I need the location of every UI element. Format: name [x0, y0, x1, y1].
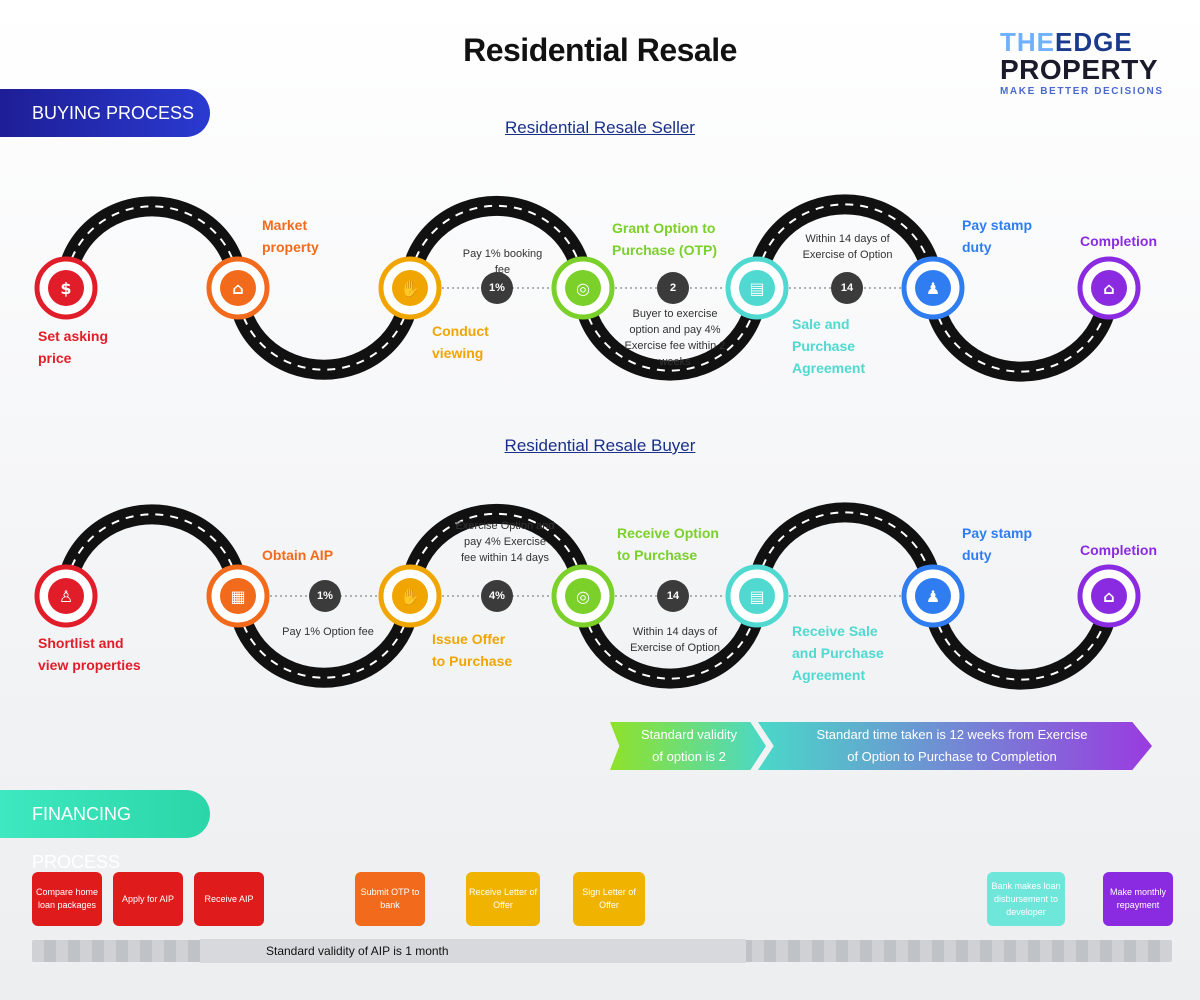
seller-heading: Residential Resale Seller: [505, 118, 695, 137]
money-hand-icon-glyph: ◎: [576, 279, 590, 298]
document-icon: [739, 270, 775, 306]
the-edge-property-logo: THEEDGE PROPERTY MAKE BETTER DECISIONS: [1000, 28, 1180, 97]
buyer-road-segment: [56, 504, 248, 597]
seller-step-label: Pay stamp duty: [962, 217, 1033, 255]
buyer-road-dashes: [409, 512, 584, 597]
buyer-road-dashes: [932, 595, 1110, 681]
buyer-road-segment: [228, 595, 420, 688]
buyer-step-label: Issue Offer to Purchase: [432, 631, 513, 669]
buyer-note: Pay 1% Option fee: [282, 626, 374, 638]
money-hand-icon-glyph: ◎: [576, 587, 590, 606]
completion-time-arrow: Standard time taken is 12 weeks from Exe…: [758, 722, 1152, 770]
person-desk-icon: [48, 578, 84, 614]
stamp-icon-glyph: ♟: [926, 587, 940, 606]
house-key-icon: [1091, 578, 1127, 614]
buyer-road-dashes: [756, 511, 934, 597]
buyer-step-label: Completion: [1080, 542, 1157, 558]
financing-step-box: Receive AIP: [194, 872, 264, 926]
buyer-note: Exercise Option and pay 4% Exercise fee …: [455, 520, 555, 564]
stamp-icon: [915, 578, 951, 614]
page-title: Residential Resale: [463, 32, 737, 68]
handshake-icon: [392, 270, 428, 306]
seller-fee-badge: 14: [831, 272, 863, 304]
house-sign-icon: [220, 270, 256, 306]
money-hand-icon: [565, 578, 601, 614]
document-icon-glyph: ▤: [749, 279, 764, 298]
financing-step-box: Sign Letter of Offer: [573, 872, 645, 926]
house-sign-icon-glyph: ⌂: [232, 279, 243, 298]
document-icon-glyph: ▤: [749, 587, 764, 606]
buyer-heading: Residential Resale Buyer: [504, 436, 696, 455]
dollar-bubble-icon: [48, 270, 84, 306]
buyer-road-dashes: [582, 595, 758, 680]
handshake-icon-glyph: ✋: [400, 279, 420, 298]
money-hand-icon: [565, 270, 601, 306]
logo-property: PROPERTY: [1000, 54, 1159, 85]
buyer-step-label: Shortlist and view properties: [38, 635, 141, 673]
buyer-step-label: Pay stamp duty: [962, 525, 1033, 563]
buyer-step-label: Receive Sale and Purchase Agreement: [792, 623, 884, 683]
buying-process-banner: BUYING PROCESS: [0, 89, 210, 137]
seller-road-dashes: [932, 287, 1110, 373]
stamp-icon: [915, 270, 951, 306]
seller-step-label: Sale and Purchase Agreement: [792, 316, 866, 376]
buyer-fee-badge: 4%: [481, 580, 513, 612]
seller-note: Buyer to exercise option and pay 4% Exer…: [624, 308, 726, 368]
buyer-step-label: Obtain AIP: [262, 547, 334, 563]
seller-step-label: Conduct viewing: [432, 323, 489, 361]
financing-step-box: Make monthly repayment: [1103, 872, 1173, 926]
seller-step-label: Completion: [1080, 233, 1157, 249]
certificate-icon-glyph: ▦: [230, 587, 245, 606]
financing-step-box: Receive Letter of Offer: [466, 872, 540, 926]
handshake-icon: [392, 578, 428, 614]
completion-time-text: Standard time taken is 12 weeks from Exe…: [816, 727, 1088, 764]
seller-step-label: Grant Option to Purchase (OTP): [612, 220, 718, 258]
logo-tagline: MAKE BETTER DECISIONS: [1000, 86, 1164, 97]
buyer-step-label: Receive Option to Purchase: [617, 525, 719, 563]
seller-road-segment: [228, 287, 420, 380]
financing-step-box: Apply for AIP: [113, 872, 183, 926]
house-key-icon: [1091, 270, 1127, 306]
handshake-icon-glyph: ✋: [400, 587, 420, 606]
buyer-fee-badge: 1%: [309, 580, 341, 612]
financing-step-box: Submit OTP to bank: [355, 872, 425, 926]
seller-road-dashes: [409, 204, 584, 289]
option-validity-arrow: Standard validity of option is 2 weeks: [610, 722, 766, 770]
seller-fee-badge: 1%: [481, 272, 513, 304]
house-key-icon-glyph: ⌂: [1103, 587, 1114, 606]
logo-the: THE: [1000, 27, 1055, 57]
seller-road-dashes: [582, 287, 758, 372]
seller-note: Pay 1% booking fee: [462, 248, 543, 276]
seller-road-dashes: [756, 203, 934, 289]
seller-road-segment: [56, 196, 248, 289]
seller-step-label: Set asking price: [38, 328, 109, 366]
seller-step-label: Market property: [262, 217, 319, 255]
certificate-icon: [220, 578, 256, 614]
buyer-note: Within 14 days of Exercise of Option: [630, 626, 720, 654]
house-key-icon-glyph: ⌂: [1103, 279, 1114, 298]
seller-note: Within 14 days of Exercise of Option: [802, 233, 893, 261]
dollar-bubble-icon-glyph: $: [60, 279, 71, 298]
financing-step-box: Compare home loan packages: [32, 872, 102, 926]
buyer-fee-badge: 14: [657, 580, 689, 612]
option-validity-text: Standard validity of option is 2 weeks: [640, 727, 738, 786]
financing-process-banner: FINANCING PROCESS: [0, 790, 210, 872]
financing-step-box: Bank makes loan disbursement to develope…: [987, 872, 1065, 926]
stamp-icon-glyph: ♟: [926, 279, 940, 298]
aip-validity-bar: Standard validity of AIP is 1 month: [200, 939, 746, 963]
person-desk-icon-glyph: ♙: [59, 587, 73, 606]
seller-fee-badge: 2: [657, 272, 689, 304]
document-icon: [739, 578, 775, 614]
logo-edge: EDGE: [1055, 27, 1133, 57]
